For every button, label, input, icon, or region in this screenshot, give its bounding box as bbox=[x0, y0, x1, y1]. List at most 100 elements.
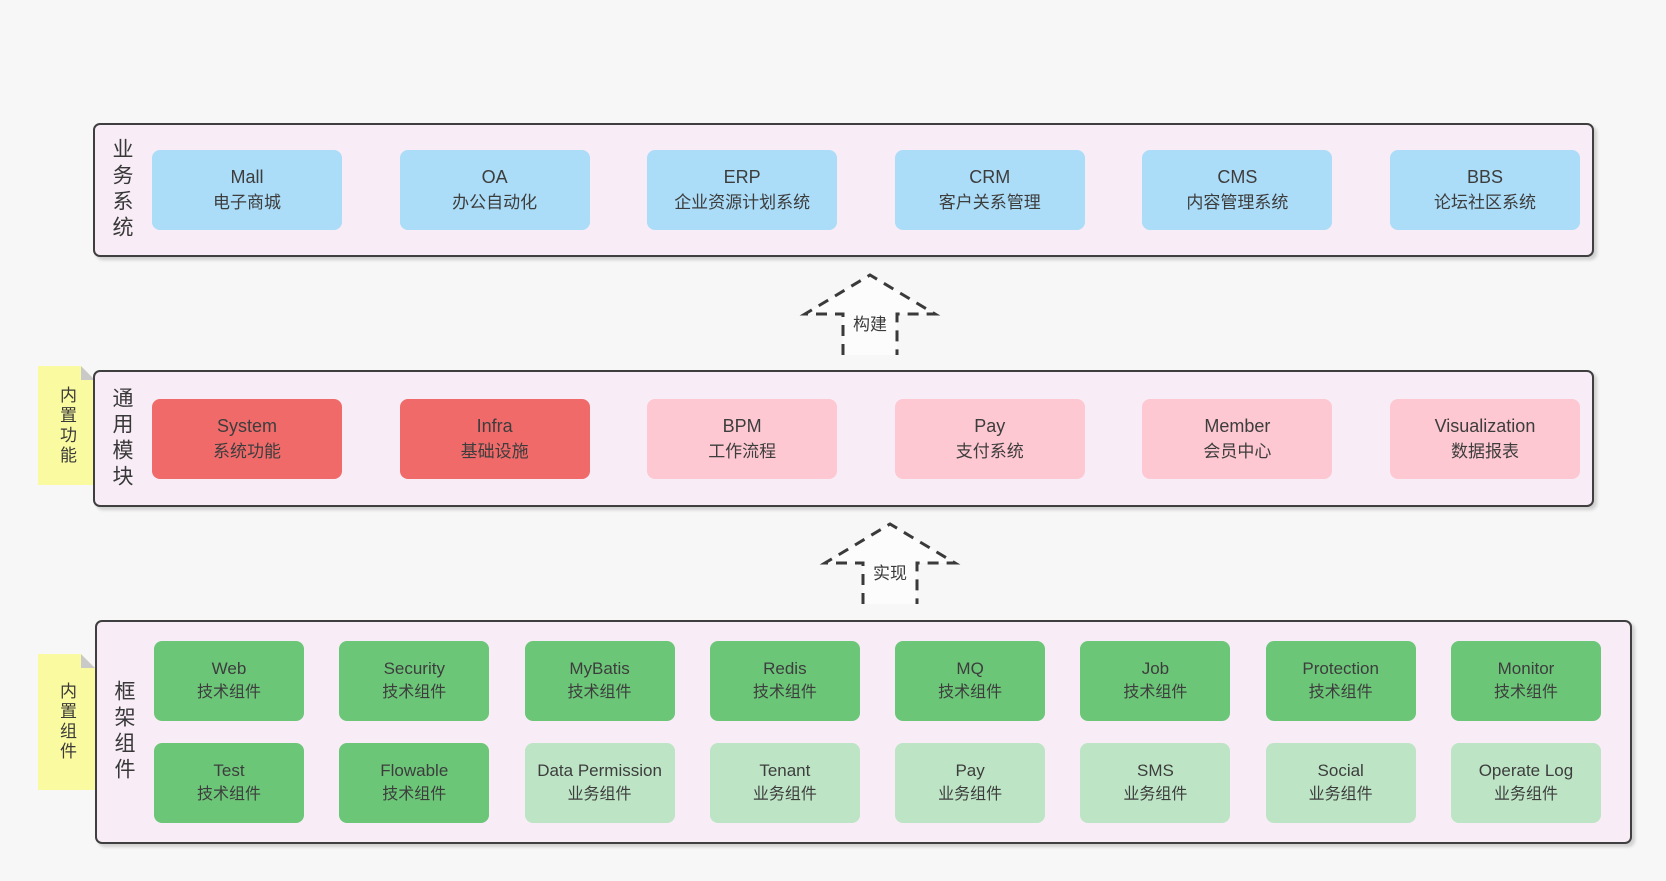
system-box-oa: OA 办公自动化 bbox=[399, 150, 590, 230]
component-box-mq: MQ 技术组件 bbox=[895, 641, 1046, 721]
box-subtitle: 技术组件 bbox=[938, 684, 1003, 701]
box-subtitle: 企业资源计划系统 bbox=[674, 193, 811, 212]
box-title: Visualization bbox=[1434, 415, 1536, 436]
tech-components-row: Web 技术组件 Security 技术组件 MyBatis 技术组件 Redi… bbox=[154, 641, 1601, 721]
box-subtitle: 客户关系管理 bbox=[938, 193, 1041, 212]
module-box-pay: Pay 支付系统 bbox=[894, 398, 1085, 479]
business-systems-label: 业务系统 bbox=[110, 138, 133, 242]
builtin-components-sticky-note: 内置组件 bbox=[38, 654, 95, 790]
builtin-features-sticky-note: 内置功能 bbox=[38, 366, 95, 485]
box-subtitle: 数据报表 bbox=[1450, 441, 1519, 461]
system-box-mall: Mall 电子商城 bbox=[152, 150, 342, 230]
sticky-note-label: 内置功能 bbox=[57, 385, 76, 466]
system-box-erp: ERP 企业资源计划系统 bbox=[647, 150, 838, 230]
common-modules-row: System 系统功能 Infra 基础设施 BPM 工作流程 Pay 支付系统… bbox=[152, 398, 1580, 479]
box-subtitle: 业务组件 bbox=[752, 786, 817, 803]
box-title: CRM bbox=[969, 167, 1011, 187]
box-subtitle: 技术组件 bbox=[567, 684, 632, 701]
box-title: Protection bbox=[1302, 659, 1379, 678]
component-box-flowable: Flowable 技术组件 bbox=[339, 743, 490, 823]
box-subtitle: 系统功能 bbox=[213, 441, 281, 461]
framework-components-label: 框架组件 bbox=[112, 680, 135, 784]
box-subtitle: 会员中心 bbox=[1203, 441, 1272, 461]
box-subtitle: 业务组件 bbox=[1308, 786, 1373, 803]
box-title: Test bbox=[213, 761, 245, 780]
sticky-note-label: 内置组件 bbox=[57, 682, 76, 762]
box-subtitle: 技术组件 bbox=[1493, 684, 1558, 701]
module-box-infra: Infra 基础设施 bbox=[399, 398, 590, 479]
box-subtitle: 业务组件 bbox=[567, 786, 632, 803]
business-systems-row: Mall 电子商城 OA 办公自动化 ERP 企业资源计划系统 CRM 客户关系… bbox=[152, 150, 1580, 230]
box-subtitle: 技术组件 bbox=[752, 684, 817, 701]
business-systems-layer: 业务系统 Mall 电子商城 OA 办公自动化 ERP 企业资源计划系统 CRM… bbox=[93, 123, 1594, 257]
component-box-security: Security 技术组件 bbox=[339, 641, 490, 721]
box-title: Mall bbox=[230, 167, 264, 187]
component-box-sms: SMS 业务组件 bbox=[1080, 743, 1231, 823]
box-subtitle: 技术组件 bbox=[382, 786, 447, 803]
component-box-social: Social 业务组件 bbox=[1265, 743, 1416, 823]
system-box-bbs: BBS 论坛社区系统 bbox=[1389, 150, 1580, 230]
box-subtitle: 技术组件 bbox=[1123, 684, 1188, 701]
box-title: Data Permission bbox=[537, 761, 662, 780]
module-box-member: Member 会员中心 bbox=[1142, 398, 1333, 479]
module-box-visualization: Visualization 数据报表 bbox=[1389, 398, 1580, 479]
box-title: System bbox=[216, 415, 277, 436]
box-subtitle: 业务组件 bbox=[1493, 786, 1558, 803]
box-subtitle: 论坛社区系统 bbox=[1433, 193, 1536, 212]
box-subtitle: 技术组件 bbox=[382, 684, 447, 701]
box-subtitle: 办公自动化 bbox=[452, 193, 538, 212]
box-subtitle: 业务组件 bbox=[938, 786, 1003, 803]
module-box-system: System 系统功能 bbox=[152, 398, 342, 479]
component-box-monitor: Monitor 技术组件 bbox=[1450, 641, 1601, 721]
box-title: Web bbox=[211, 659, 247, 678]
box-subtitle: 支付系统 bbox=[955, 441, 1024, 461]
biz-components-row: Test 技术组件 Flowable 技术组件 Data Permission … bbox=[154, 743, 1601, 823]
component-box-pay: Pay 业务组件 bbox=[895, 743, 1046, 823]
box-title: Security bbox=[383, 659, 445, 678]
box-subtitle: 基础设施 bbox=[460, 441, 529, 461]
box-title: Flowable bbox=[380, 761, 449, 780]
framework-components-layer: 框架组件 Web 技术组件 Security 技术组件 MyBatis 技术组件… bbox=[95, 620, 1632, 844]
box-title: Tenant bbox=[759, 761, 811, 780]
box-title: Pay bbox=[955, 761, 985, 780]
box-subtitle: 电子商城 bbox=[213, 193, 281, 212]
component-box-web: Web 技术组件 bbox=[154, 641, 304, 721]
box-title: Infra bbox=[476, 415, 513, 436]
implement-arrow-label: 实现 bbox=[869, 558, 911, 586]
box-subtitle: 业务组件 bbox=[1123, 786, 1188, 803]
component-box-redis: Redis 技术组件 bbox=[709, 641, 860, 721]
system-box-cms: CMS 内容管理系统 bbox=[1142, 150, 1333, 230]
box-subtitle: 工作流程 bbox=[708, 441, 777, 461]
box-title: MyBatis bbox=[569, 659, 630, 678]
component-box-job: Job 技术组件 bbox=[1080, 641, 1231, 721]
box-subtitle: 技术组件 bbox=[1308, 684, 1373, 701]
component-box-mybatis: MyBatis 技术组件 bbox=[524, 641, 675, 721]
common-modules-label: 通用模块 bbox=[110, 386, 133, 491]
box-title: MQ bbox=[956, 659, 984, 678]
box-title: ERP bbox=[723, 167, 761, 187]
box-title: OA bbox=[481, 167, 508, 187]
box-title: Social bbox=[1317, 761, 1364, 780]
box-title: Monitor bbox=[1497, 659, 1555, 678]
component-box-test: Test 技术组件 bbox=[154, 743, 304, 823]
box-title: Operate Log bbox=[1478, 761, 1574, 780]
box-title: BBS bbox=[1466, 167, 1503, 187]
box-title: CMS bbox=[1217, 167, 1258, 187]
box-title: SMS bbox=[1136, 761, 1174, 780]
component-box-data-permission: Data Permission 业务组件 bbox=[524, 743, 675, 823]
component-box-tenant: Tenant 业务组件 bbox=[709, 743, 860, 823]
box-title: BPM bbox=[722, 415, 762, 436]
box-subtitle: 技术组件 bbox=[196, 786, 261, 803]
implement-arrow: 实现 bbox=[815, 515, 965, 607]
box-title: Member bbox=[1204, 415, 1271, 436]
module-box-bpm: BPM 工作流程 bbox=[647, 398, 838, 479]
box-subtitle: 内容管理系统 bbox=[1186, 193, 1289, 212]
component-box-operate-log: Operate Log 业务组件 bbox=[1450, 743, 1601, 823]
common-modules-layer: 通用模块 System 系统功能 Infra 基础设施 BPM 工作流程 Pay… bbox=[93, 370, 1594, 507]
system-box-crm: CRM 客户关系管理 bbox=[894, 150, 1085, 230]
box-title: Redis bbox=[763, 659, 807, 678]
box-title: Job bbox=[1141, 659, 1170, 678]
build-arrow-label: 构建 bbox=[849, 309, 891, 337]
component-box-protection: Protection 技术组件 bbox=[1265, 641, 1416, 721]
box-title: Pay bbox=[974, 415, 1006, 436]
